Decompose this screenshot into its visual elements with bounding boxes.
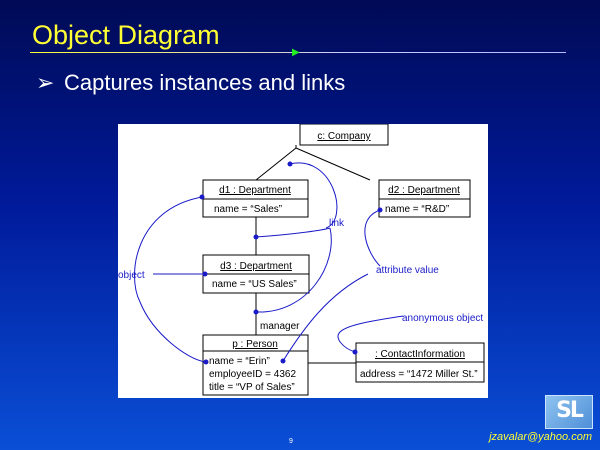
person-attribute-name: name = “Erin” [209, 356, 270, 367]
slide-title: Object Diagram [32, 20, 220, 50]
person-attribute-title: title = “VP of Sales” [209, 382, 295, 393]
title-divider [30, 52, 566, 53]
d3-attribute-name: name = “US Sales” [212, 279, 297, 290]
company-object-box [299, 123, 389, 146]
person-object-name: p : Person [232, 339, 278, 350]
logo-text: SL [556, 398, 584, 423]
author-email: jzavalar@yahoo.com [489, 431, 592, 443]
object-annotation-label: object [118, 270, 145, 281]
object-callout-dot-person [203, 359, 209, 365]
object-callout-dot-d1 [199, 194, 205, 200]
attribute-callout-dot-d2 [377, 207, 383, 213]
company-object-name: c: Company [317, 131, 370, 142]
object-callout-dot-d3 [202, 271, 208, 277]
d1-attribute-name: name = “Sales” [214, 204, 282, 215]
logo-icon: SL [545, 395, 593, 429]
object-callout-curve-outer [134, 196, 207, 363]
link-callout-dot-middle [253, 234, 259, 240]
anonymous-object-annotation-label: anonymous object [402, 313, 483, 324]
anonymous-callout-dot [352, 349, 358, 355]
object-diagram: c: Company d1 : Department d2 : Departme… [118, 123, 488, 398]
contact-object-name: : ContactInformation [375, 349, 465, 360]
bullet-arrow-icon: ➢ [36, 70, 55, 95]
d1-object-name: d1 : Department [219, 185, 291, 196]
contact-attribute-address: address = “1472 Miller St.” [360, 369, 478, 380]
anonymous-callout-curve [337, 315, 404, 353]
attribute-callout-curve-person [282, 273, 369, 362]
title-divider-marker: ▶ [292, 47, 300, 58]
d3-object-name: d3 : Department [220, 261, 292, 272]
attribute-callout-curve-d2 [364, 209, 381, 267]
person-object-box [202, 334, 309, 396]
attribute-value-annotation-label: attribute value [376, 265, 439, 276]
manager-link-label: manager [260, 321, 300, 332]
attribute-callout-dot-person [280, 358, 286, 364]
object-diagram-canvas: c: Company d1 : Department d2 : Departme… [118, 123, 485, 396]
bullet-item: ➢ Captures instances and links [36, 70, 345, 96]
link-callout-dot-top [287, 161, 293, 167]
link-callout-curve-top [289, 162, 338, 229]
link-callout-curve-bottom [255, 227, 332, 313]
link-annotation-label: link [329, 218, 345, 229]
link-callout-dot-bottom [253, 309, 259, 315]
link-callout-curve-middle [255, 227, 331, 238]
person-attribute-employee-id: employeeID = 4362 [209, 369, 296, 380]
d2-attribute-name: name = “R&D” [385, 204, 449, 215]
link-company-d1 [255, 147, 297, 181]
bullet-text: Captures instances and links [64, 70, 346, 95]
link-company-d2 [295, 147, 371, 181]
page-number: 9 [289, 438, 293, 445]
d2-object-name: d2 : Department [388, 185, 460, 196]
